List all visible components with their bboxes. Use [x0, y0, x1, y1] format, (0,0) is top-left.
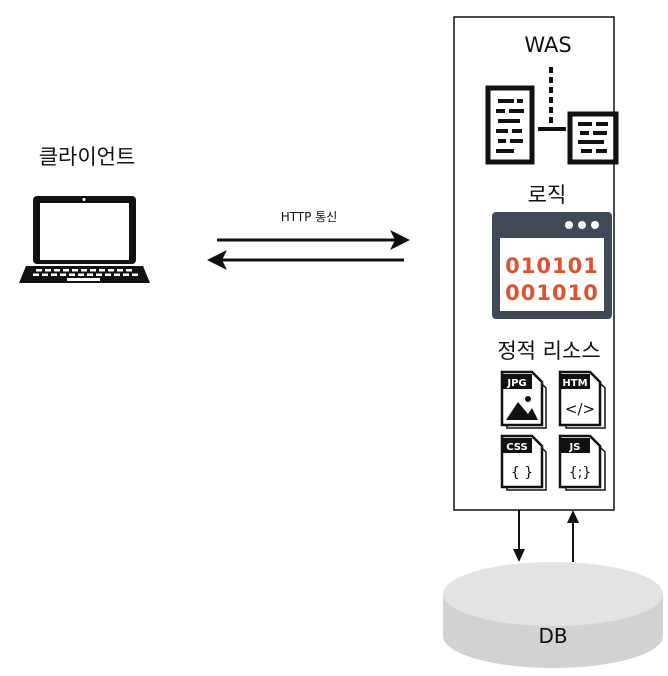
- jpg-file-icon: JPG: [500, 370, 547, 429]
- request-arrow: [217, 230, 410, 250]
- was-title: WAS: [524, 33, 571, 57]
- was-to-db-arrow: [513, 510, 525, 562]
- browser-window-icon: [492, 212, 612, 319]
- css-file-icon: CSS { }: [500, 434, 547, 491]
- logic-label: 로직: [528, 183, 567, 207]
- laptop-icon: [19, 196, 150, 283]
- db-to-was-arrow: [567, 510, 579, 562]
- http-label: HTTP 통신: [281, 210, 338, 224]
- htm-file-symbol: </>: [565, 400, 595, 418]
- database-cylinder-icon: [443, 562, 663, 668]
- css-file-tag: CSS: [506, 442, 527, 453]
- htm-file-icon: HTM </>: [558, 370, 606, 429]
- code-line-2: 001010: [505, 281, 599, 305]
- htm-file-tag: HTM: [562, 378, 587, 389]
- jpg-file-tag: JPG: [506, 378, 526, 389]
- css-file-symbol: { }: [511, 465, 533, 481]
- js-file-tag: JS: [569, 442, 581, 453]
- static-resources-label: 정적 리소스: [497, 339, 600, 363]
- client-label: 클라이언트: [39, 145, 136, 169]
- js-file-symbol: {;}: [569, 465, 592, 481]
- response-arrow: [207, 250, 404, 270]
- db-label: DB: [538, 624, 567, 648]
- js-file-icon: JS {;}: [558, 434, 606, 491]
- server-icon: [485, 67, 619, 165]
- code-line-1: 010101: [505, 254, 599, 278]
